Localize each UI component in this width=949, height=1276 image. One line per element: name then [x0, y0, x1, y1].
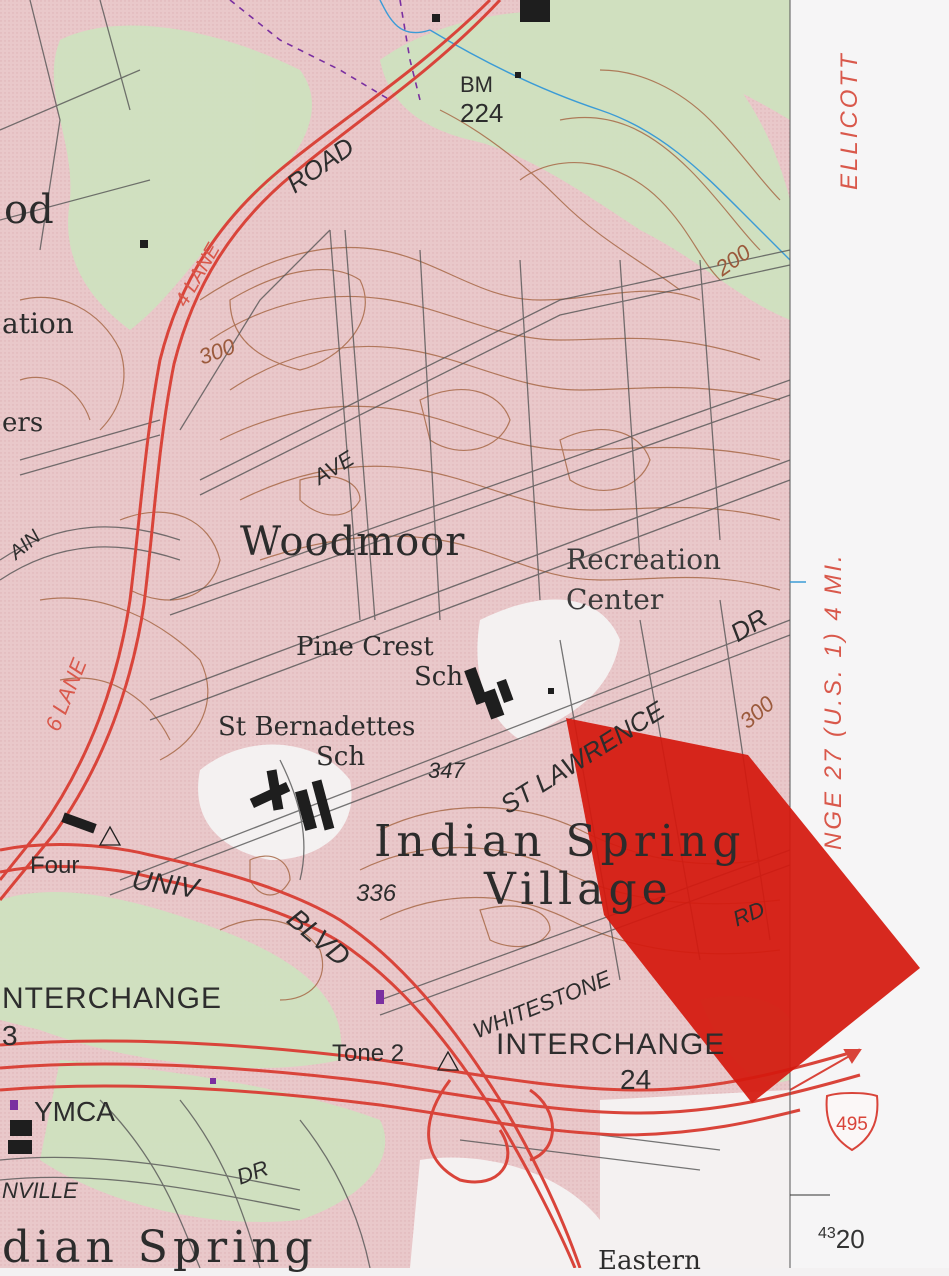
- location-marker-polygon: [566, 718, 920, 1103]
- label-pine-crest-2: Sch: [414, 662, 464, 692]
- label-recreation-center-1: Recreation: [566, 543, 722, 576]
- label-st-bernadettes-2: Sch: [316, 742, 366, 772]
- minor-streets: [0, 0, 791, 1268]
- label-pine-crest-1: Pine Crest: [296, 632, 434, 662]
- label-eastern: Eastern: [598, 1246, 701, 1276]
- partial-label-ation: ation: [2, 307, 74, 340]
- place-label-indian-spring-village-1: Indian Spring: [374, 816, 746, 867]
- map-margin: [790, 0, 949, 1268]
- label-st-bernadettes-1: St Bernadettes: [218, 712, 416, 742]
- place-label-indian-spring-bottom: dian Spring: [2, 1222, 318, 1273]
- school-grounds: [198, 599, 790, 1268]
- label-interchange-right: INTERCHANGE: [496, 1028, 726, 1061]
- purple-marks: [10, 990, 384, 1110]
- elevation-336: 336: [356, 880, 397, 907]
- label-recreation-center-2: Center: [566, 583, 664, 616]
- shield-number: 495: [836, 1114, 868, 1135]
- contour-lines: [19, 69, 781, 1001]
- major-highways: [0, 0, 861, 1268]
- label-bm: BM: [460, 72, 493, 97]
- place-label-woodmoor: Woodmoor: [240, 519, 466, 565]
- coordinate-label: 4320: [818, 1224, 865, 1254]
- label-tone: Tone 2: [332, 1040, 405, 1067]
- partial-label-ers: ers: [2, 408, 44, 438]
- streams: [379, 0, 791, 261]
- label-ymca: YMCA: [34, 1096, 115, 1127]
- label-four: Four: [30, 852, 80, 879]
- margin-label-ellicott: ELLICOTT: [836, 51, 863, 190]
- highway-arrow: [789, 1049, 862, 1091]
- partial-label-od: od: [4, 187, 54, 233]
- buildings: [8, 0, 554, 1154]
- interstate-shield: 495: [825, 1092, 879, 1152]
- survey-triangles: [98, 825, 460, 1071]
- place-label-indian-spring-village-2: Village: [484, 864, 673, 915]
- boundary-lines: [229, 0, 421, 101]
- coordinate-main: 20: [835, 1224, 865, 1254]
- road-label-nville: NVILLE: [2, 1178, 78, 1203]
- margin-label-route: NGE 27 (U.S. 1) 4 MI.: [820, 552, 847, 850]
- label-interchange-left-num: 3: [2, 1020, 18, 1051]
- label-interchange-left: NTERCHANGE: [2, 982, 223, 1015]
- elevation-347: 347: [428, 758, 465, 783]
- coordinate-super: 43: [818, 1225, 836, 1242]
- label-interchange-right-num: 24: [620, 1064, 652, 1095]
- label-bm-value: 224: [460, 98, 504, 128]
